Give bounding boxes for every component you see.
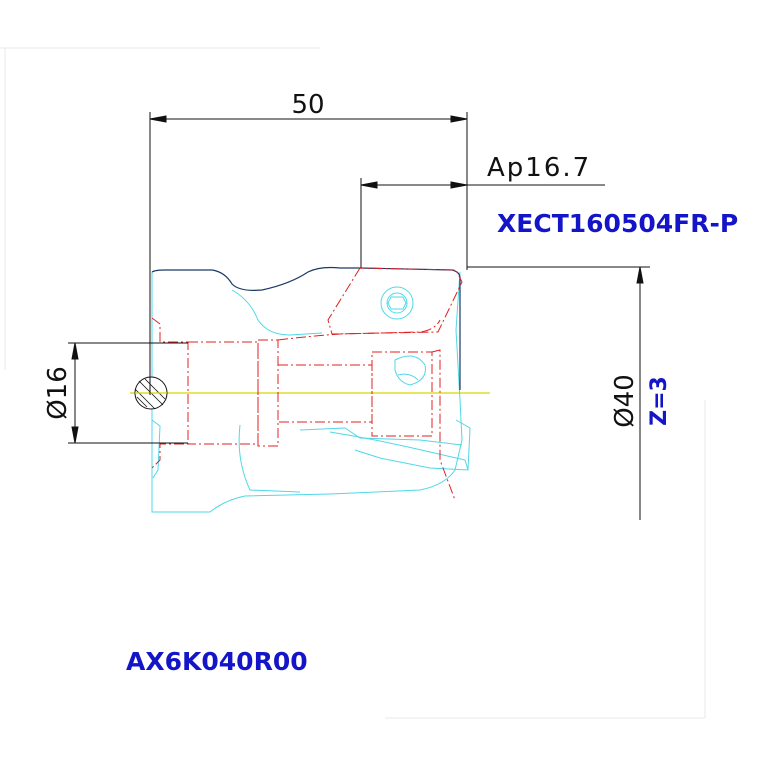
shank-section-symbol	[134, 376, 168, 410]
shank-diameter-label: Ø16	[43, 366, 73, 420]
tool-code-label: AX6K040R00	[126, 647, 308, 676]
cutter-body-outline	[151, 271, 471, 513]
sheet-border	[0, 47, 706, 719]
length-dimension-label: 50	[291, 90, 324, 120]
cutter-diameter-label: Ø40	[610, 374, 640, 428]
hidden-lines	[151, 267, 463, 501]
teeth-count-label: Z=3	[647, 376, 672, 426]
tool-top-outline	[151, 266, 461, 390]
ap-dimension-label: Ap16.7	[487, 153, 591, 183]
dimension-lines	[68, 112, 650, 520]
insert-code-label: XECT160504FR-P	[497, 209, 738, 238]
